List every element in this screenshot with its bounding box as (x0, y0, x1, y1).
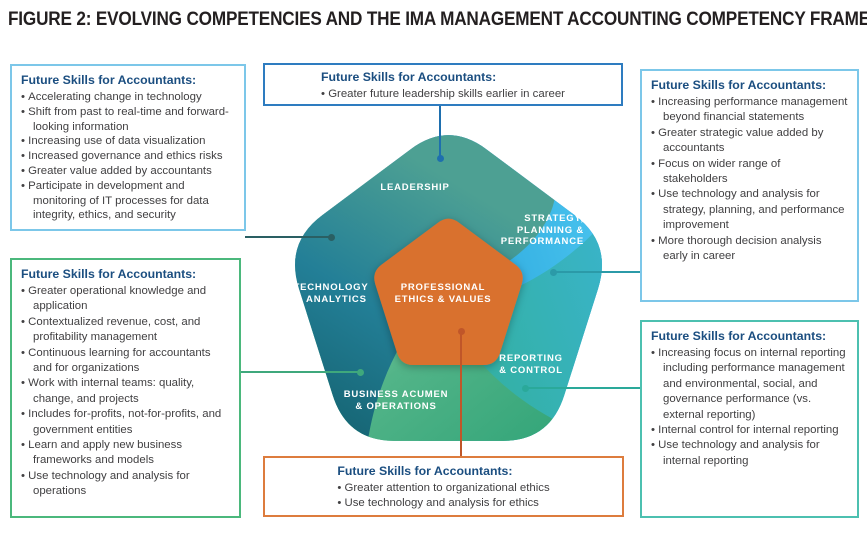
skills-box-heading: Future Skills for Accountants: (21, 73, 197, 87)
label-leadership: LEADERSHIP (380, 182, 450, 193)
bullet-item: Includes for-profits, not-for-profits, a… (21, 407, 230, 438)
skills-box-heading: Future Skills for Accountants: (21, 267, 197, 281)
skills-box-ethics: Future Skills for Accountants: Greater a… (263, 456, 624, 517)
connector-business-line (240, 371, 360, 373)
bullet-item: Greater operational knowledge and applic… (21, 284, 230, 315)
connector-technology-dot (327, 233, 335, 241)
bullet-item: Use technology and analysis for operatio… (21, 469, 230, 500)
bullet-item: Greater value added by accountants (21, 164, 235, 179)
connector-leadership-line (439, 106, 441, 158)
skills-box-reporting: Future Skills for Accountants: Increasin… (640, 320, 859, 518)
pentagon-svg (295, 135, 602, 441)
bullet-item: Participate in development and monitorin… (21, 179, 235, 223)
bullet-item: Increasing focus on internal reporting i… (651, 346, 848, 423)
skills-list: Accelerating change in technologyShift f… (21, 90, 235, 223)
connector-strategy-line (553, 271, 640, 273)
competency-pentagon-diagram (272, 119, 625, 481)
bullet-item: More thorough decision analysis early in… (651, 234, 848, 265)
skills-box-heading: Future Skills for Accountants: (321, 70, 497, 84)
connector-business-dot (356, 368, 364, 376)
connector-strategy-dot (549, 268, 557, 276)
bullet-item: Accelerating change in technology (21, 90, 235, 105)
skills-box-heading: Future Skills for Accountants: (651, 78, 827, 92)
connector-leadership-dot (436, 154, 444, 162)
bullet-item: Increasing performance management beyond… (651, 95, 848, 126)
label-strategy-planning-performance: STRATEGY, PLANNING & PERFORMANCE (500, 213, 584, 247)
connector-ethics-line (460, 331, 462, 456)
skills-list: Greater attention to organizational ethi… (337, 481, 550, 512)
bullet-item: Increasing use of data visualization (21, 134, 235, 149)
skills-list: Greater future leadership skills earlier… (321, 87, 565, 102)
label-business-acumen-operations: BUSINESS ACUMEN & OPERATIONS (343, 389, 449, 412)
bullet-item: Contextualized revenue, cost, and profit… (21, 315, 230, 346)
bullet-item: Greater future leadership skills earlier… (321, 87, 565, 102)
skills-box-technology: Future Skills for Accountants: Accelerat… (10, 64, 246, 231)
bullet-item: Internal control for internal reporting (651, 423, 848, 438)
connector-reporting-line (525, 387, 640, 389)
bullet-item: Learn and apply new business frameworks … (21, 438, 230, 469)
skills-box-strategy: Future Skills for Accountants: Increasin… (640, 69, 859, 302)
skills-box-heading: Future Skills for Accountants: (337, 464, 513, 478)
label-reporting-control: REPORTING & CONTROL (499, 353, 563, 376)
bullet-item: Use technology and analysis for internal… (651, 438, 848, 469)
skills-box-heading: Future Skills for Accountants: (651, 329, 827, 343)
bullet-item: Focus on wider range of stakeholders (651, 157, 848, 188)
skills-box-business: Future Skills for Accountants: Greater o… (10, 258, 241, 518)
bullet-item: Continuous learning for accountants and … (21, 346, 230, 377)
figure-title: FIGURE 2: EVOLVING COMPETENCIES AND THE … (8, 8, 867, 30)
label-professional-ethics-values: PROFESSIONAL ETHICS & VALUES (394, 282, 492, 305)
connector-technology-line (245, 236, 331, 238)
skills-list: Increasing focus on internal reporting i… (651, 346, 848, 469)
center-ethics-pentagon (374, 218, 523, 366)
connector-ethics-dot (457, 327, 465, 335)
label-technology-analytics: TECHNOLOGY & ANALYTICS (293, 282, 369, 305)
bullet-item: Increased governance and ethics risks (21, 149, 235, 164)
bullet-item: Shift from past to real-time and forward… (21, 105, 235, 135)
skills-list: Increasing performance management beyond… (651, 95, 848, 264)
bullet-item: Use technology and analysis for strategy… (651, 187, 848, 233)
bullet-item: Use technology and analysis for ethics (337, 496, 549, 511)
bullet-item: Work with internal teams: quality, chang… (21, 376, 230, 407)
skills-list: Greater operational knowledge and applic… (21, 284, 230, 500)
bullet-item: Greater attention to organizational ethi… (337, 481, 550, 496)
connector-reporting-dot (521, 384, 529, 392)
bullet-item: Greater strategic value added by account… (651, 126, 848, 157)
skills-box-leadership: Future Skills for Accountants: Greater f… (263, 63, 623, 106)
